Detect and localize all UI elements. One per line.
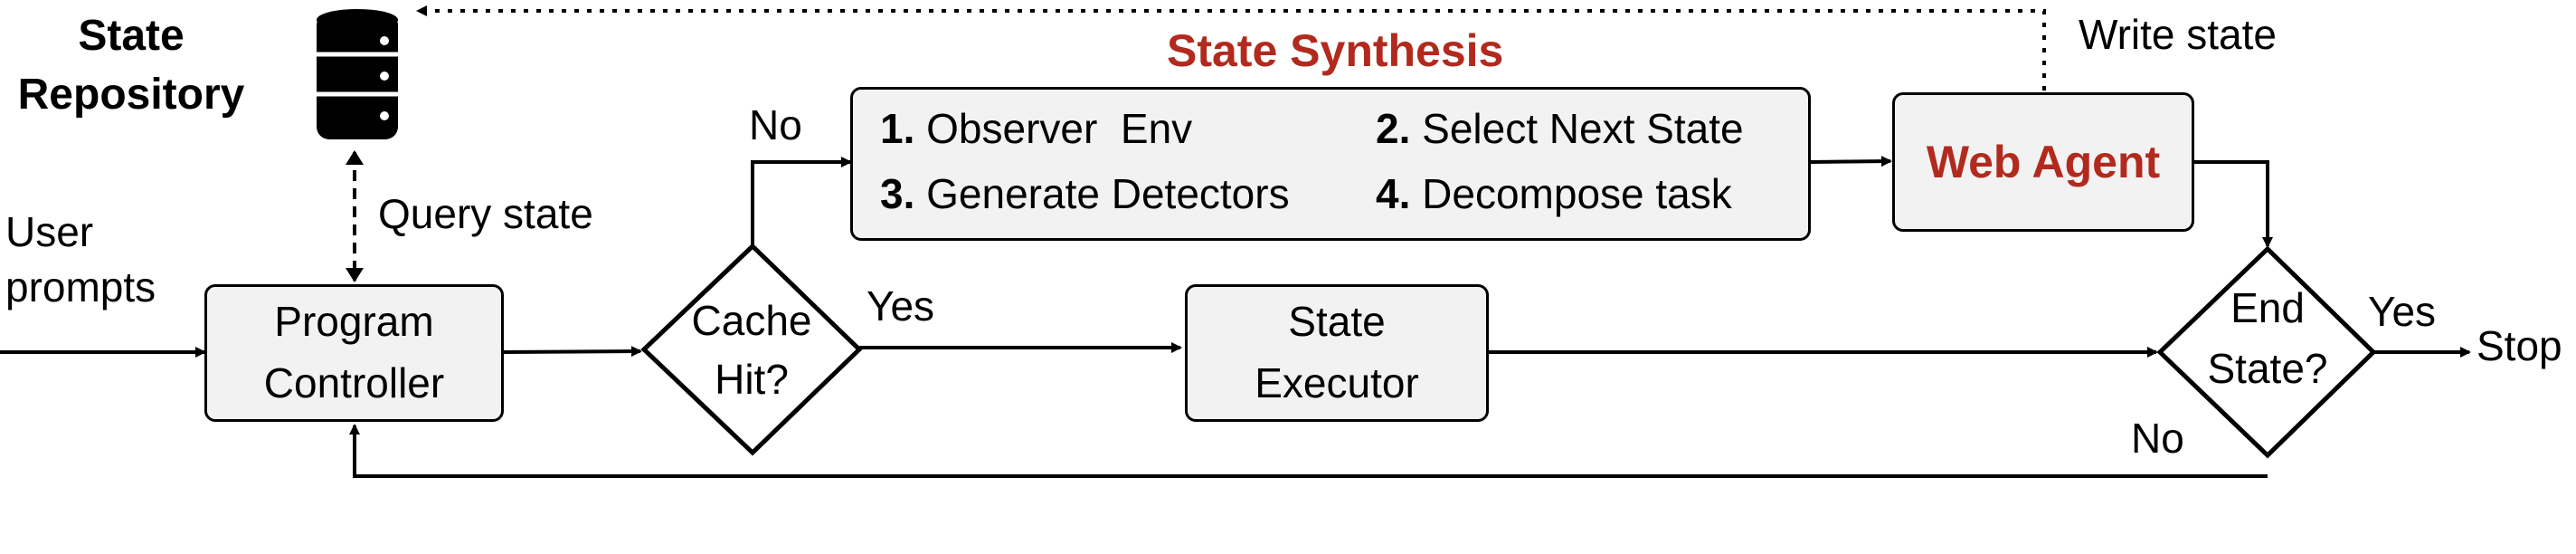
- state-synthesis-title: State Synthesis: [1167, 25, 1504, 76]
- cache-hit-line2: Hit?: [715, 355, 789, 403]
- state-executor-box: State Executor: [1185, 284, 1489, 422]
- program-controller-box: Program Controller: [204, 284, 504, 422]
- end-state-diamond: [2156, 245, 2377, 459]
- end-yes-label: Yes: [2368, 288, 2437, 335]
- synthesis-step-4-num: 4.: [1376, 170, 1411, 217]
- database-icon: [317, 9, 398, 139]
- repository-title-line2: Repository: [17, 71, 245, 119]
- cache-yes-label: Yes: [867, 282, 935, 330]
- synthesis-step-3-text: Generate Detectors: [926, 170, 1290, 217]
- cache-no-arrow: [751, 157, 852, 246]
- end-state-line2: State?: [2207, 344, 2328, 392]
- end-state-line1: End: [2230, 284, 2305, 331]
- user-prompts-line2: prompts: [5, 263, 156, 310]
- repository-title-line1: State: [78, 12, 185, 60]
- write-state-label: Write state: [2079, 11, 2277, 58]
- user-prompts-label: User prompts: [5, 208, 156, 311]
- synthesis-step-4: 4. Decompose task: [1376, 169, 1732, 218]
- agent-to-end-arrow: [2194, 160, 2273, 248]
- synthesis-step-2-text: Select Next State: [1422, 105, 1744, 152]
- synthesis-step-1: 1. Observer Env: [880, 104, 1192, 153]
- cache-no-label: No: [749, 101, 802, 148]
- web-agent-box: Web Agent: [1892, 92, 2194, 232]
- program-controller-line2: Controller: [263, 359, 445, 406]
- synthesis-step-1-text: Observer Env: [926, 105, 1193, 152]
- end-no-label: No: [2131, 415, 2184, 462]
- synthesis-step-2: 2. Select Next State: [1376, 104, 1744, 153]
- synthesis-step-4-text: Decompose task: [1422, 170, 1732, 217]
- web-agent-label: Web Agent: [1926, 137, 2161, 187]
- repository-title: State Repository: [9, 11, 253, 119]
- controller-to-cache-arrow: [503, 346, 642, 358]
- stop-label: Stop: [2477, 322, 2562, 369]
- cache-hit-label: Cache Hit?: [644, 297, 859, 404]
- synthesis-step-3: 3. Generate Detectors: [880, 169, 1290, 218]
- synthesis-to-agent-arrow: [1810, 156, 1892, 167]
- end-state-label: End State?: [2160, 284, 2375, 393]
- state-synthesis-box: 1. Observer Env 2. Select Next State 3. …: [850, 87, 1811, 241]
- query-state-label: Query state: [378, 190, 593, 237]
- cache-hit-line1: Cache: [691, 297, 812, 344]
- state-executor-line1: State: [1288, 298, 1386, 345]
- end-no-arrow: [349, 424, 2268, 478]
- cache-hit-diamond: [640, 243, 863, 456]
- write-state-arrow: [416, 5, 2046, 91]
- synthesis-step-3-num: 3.: [880, 170, 915, 217]
- synthesis-step-1-num: 1.: [880, 105, 915, 152]
- state-executor-line2: Executor: [1255, 359, 1419, 406]
- user-prompts-line1: User: [5, 208, 94, 255]
- synthesis-step-2-num: 2.: [1376, 105, 1411, 152]
- program-controller-line1: Program: [274, 298, 434, 345]
